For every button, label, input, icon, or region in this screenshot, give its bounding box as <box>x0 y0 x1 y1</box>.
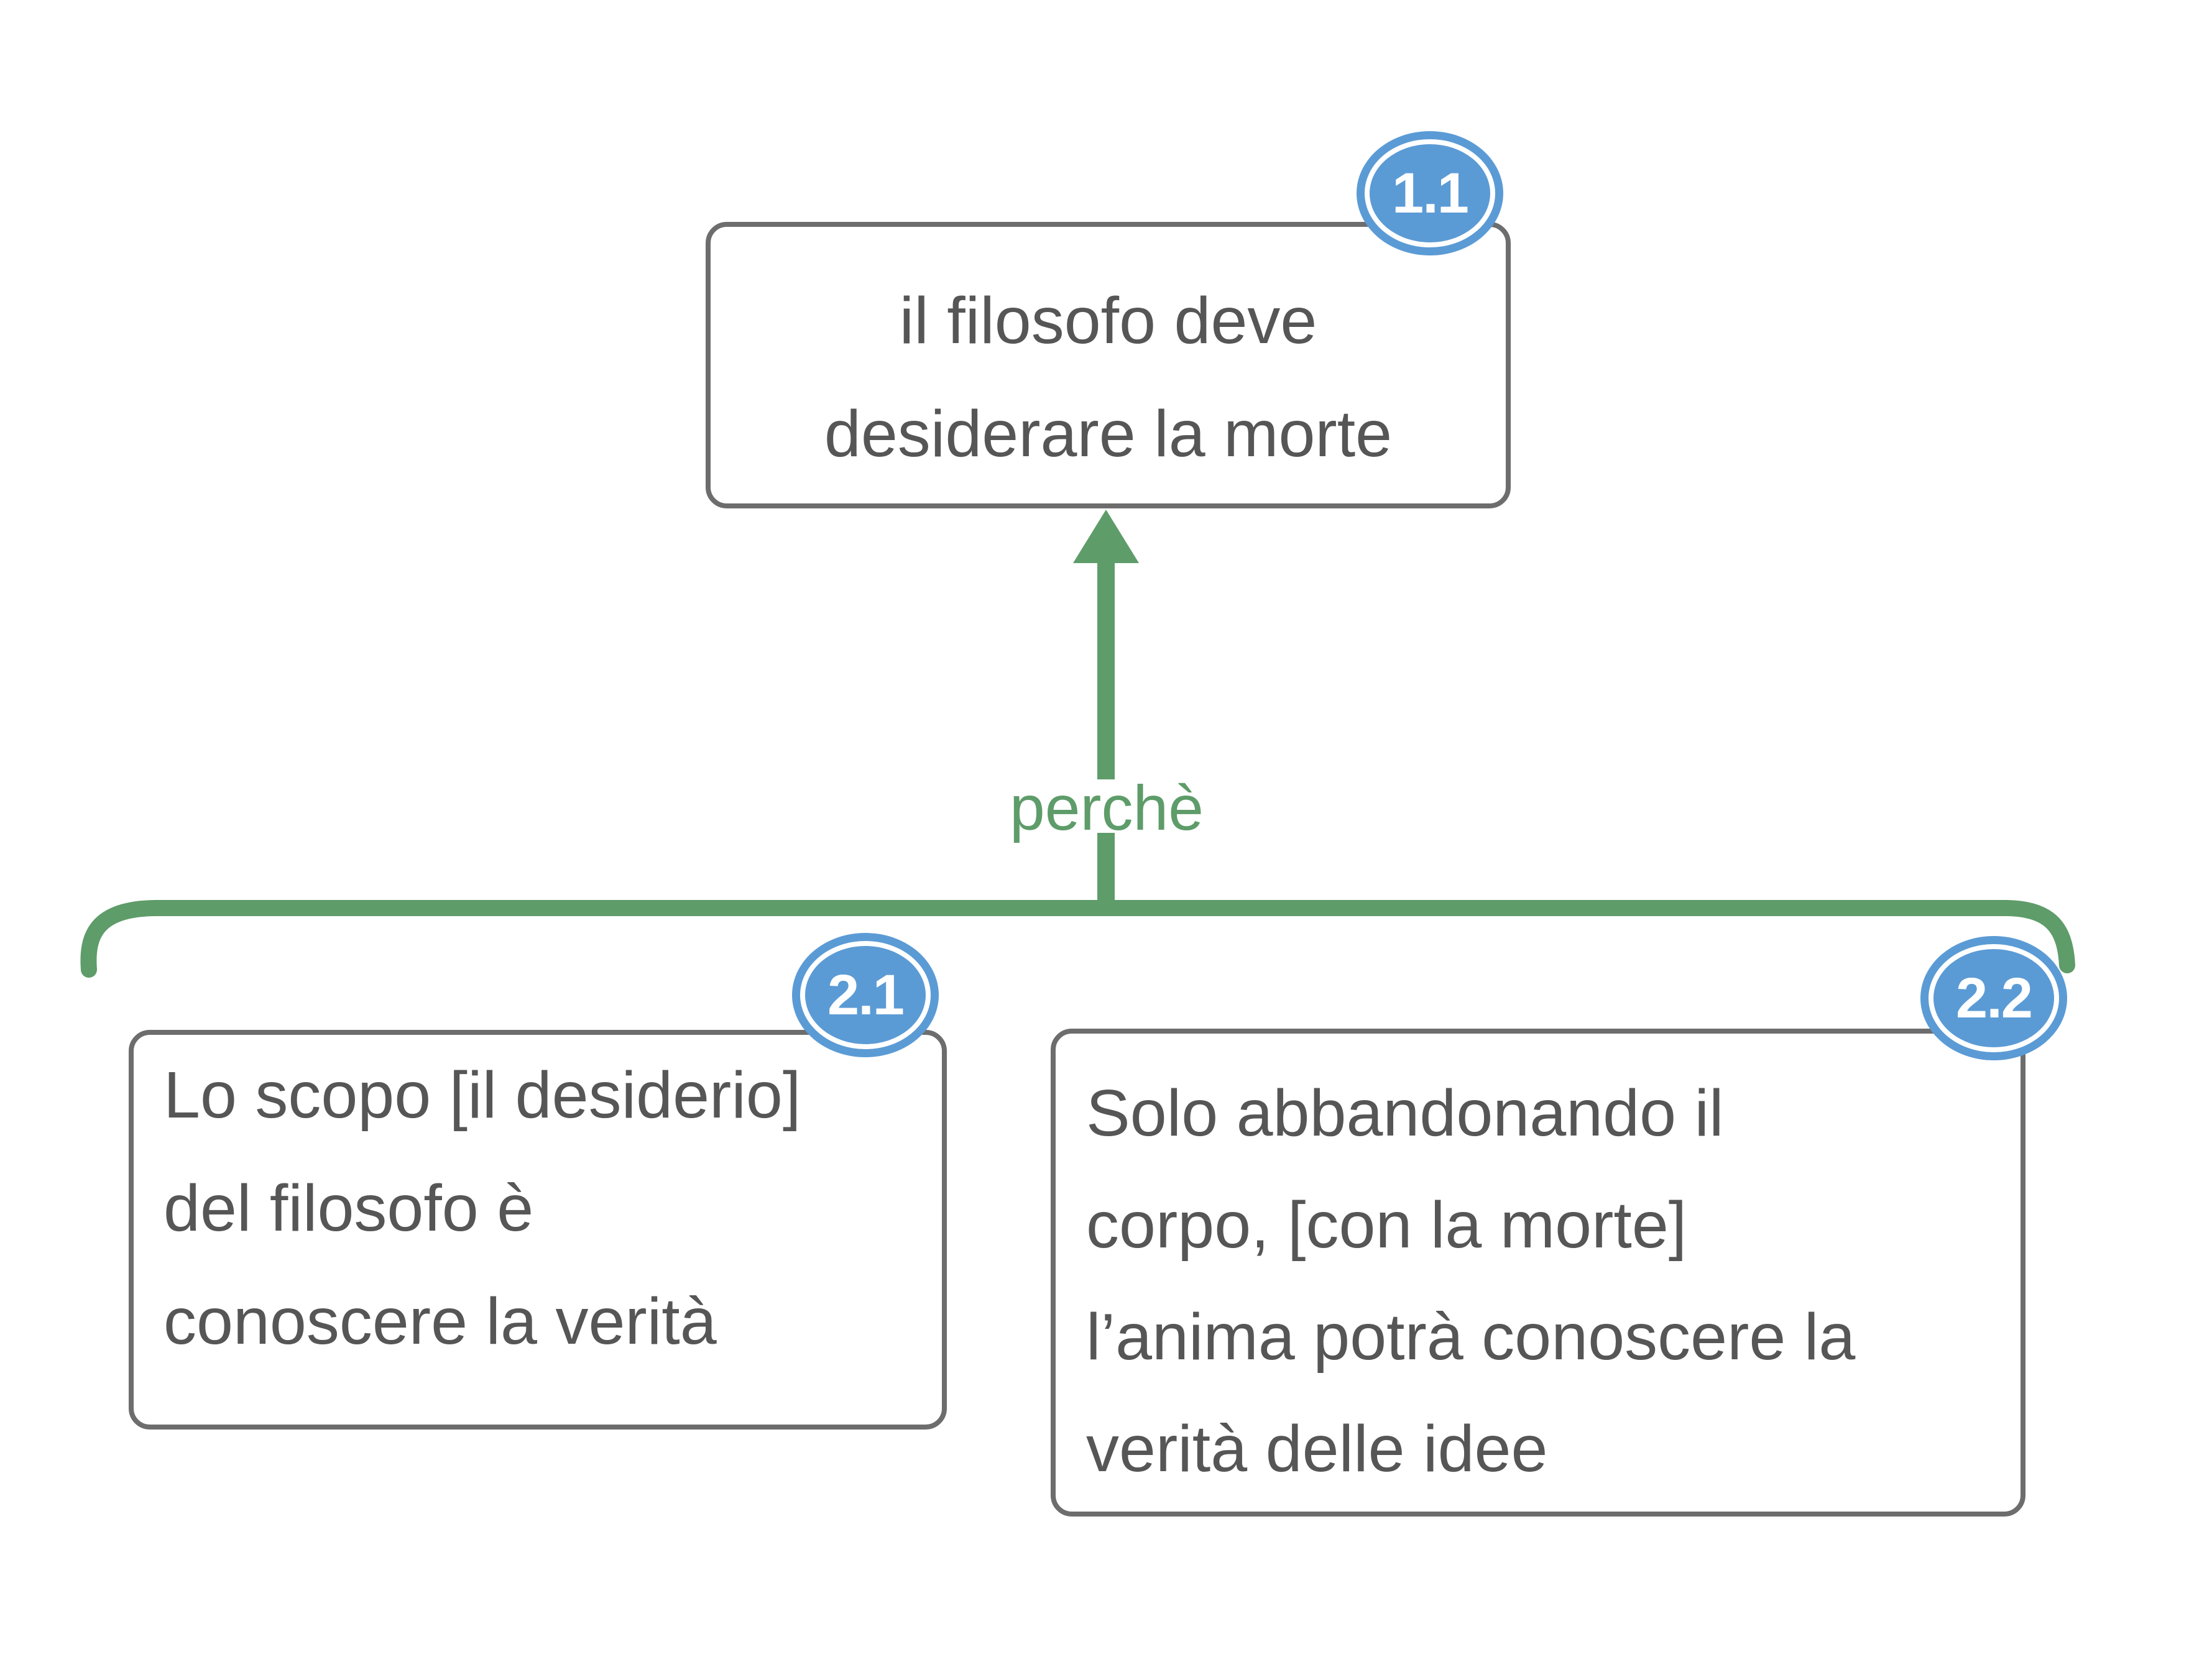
badge-label: 1.1 <box>1392 162 1469 225</box>
arrow-head-icon <box>1073 510 1139 563</box>
conclusion-text-line: desiderare la morte <box>824 397 1393 470</box>
badge-ring <box>1365 139 1495 247</box>
premise-2-1-badge[interactable]: 2.1 <box>792 933 939 1057</box>
badge-label: 2.1 <box>827 963 905 1027</box>
conclusion-text-line: il filosofo deve <box>899 284 1317 357</box>
premise-text-line: del filosofo è <box>164 1172 534 1245</box>
badge-label: 2.2 <box>1956 966 2033 1030</box>
grouping-bracket <box>80 900 2075 978</box>
premise-text-line: conoscere la verità <box>164 1285 717 1358</box>
node-premise-2-2[interactable]: 2.2 Solo abbandonando il corpo, [con la … <box>1051 936 2067 1517</box>
badge-ring <box>800 941 931 1049</box>
conclusion-badge[interactable]: 1.1 <box>1357 131 1503 255</box>
badge-ring <box>1929 944 2059 1052</box>
premise-text-line: Solo abbandonando il <box>1086 1076 1724 1150</box>
premise-text-line: verità delle idee <box>1086 1412 1548 1485</box>
premise-text-line: corpo, [con la morte] <box>1086 1188 1687 1262</box>
premise-text-line: l’anima potrà conoscere la <box>1086 1300 1856 1374</box>
node-premise-2-1[interactable]: 2.1 Lo scopo [il desiderio] del filosofo… <box>129 933 947 1430</box>
premise-2-2-badge[interactable]: 2.2 <box>1920 936 2067 1060</box>
premise-text-line: Lo scopo [il desiderio] <box>164 1058 801 1132</box>
node-conclusion[interactable]: 1.1 il filosofo deve desiderare la morte <box>706 131 1511 508</box>
edge-label-perche[interactable]: perchè <box>1010 773 1204 843</box>
arrow-shaft <box>1097 558 1115 779</box>
